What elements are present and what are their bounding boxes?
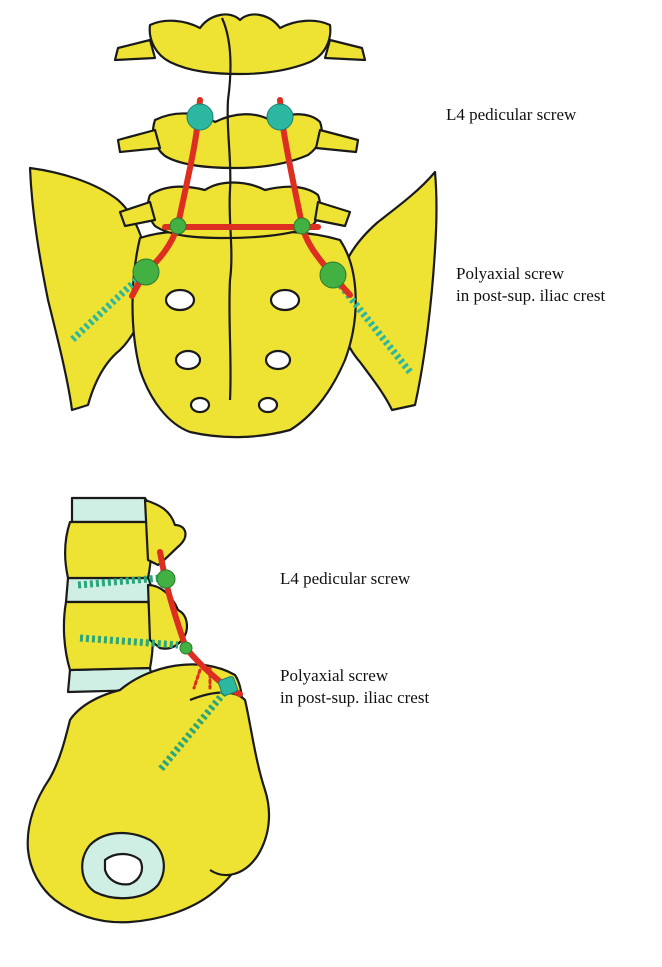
posterior-elements-l3 [145, 500, 185, 565]
l4-screw-head-lateral [157, 570, 175, 588]
label-l4-pedicular-screw-top: L4 pedicular screw [446, 104, 576, 126]
obturator-inner [105, 854, 142, 884]
l3-vertebral-body [65, 522, 151, 578]
label-iliac-crest-bottom: in post-sup. iliac crest [280, 687, 429, 709]
label-iliac-crest-top: in post-sup. iliac crest [456, 285, 605, 307]
label-polyaxial-screw-bottom: Polyaxial screw [280, 665, 388, 687]
intervertebral-disc [72, 498, 150, 522]
l4-vertebral-body [64, 602, 153, 670]
l5-screw-head-lateral [180, 642, 192, 654]
lateral-spine-and-pelvis [28, 498, 269, 922]
label-polyaxial-screw-top: Polyaxial screw [456, 263, 564, 285]
label-l4-pedicular-screw-bottom: L4 pedicular screw [280, 568, 410, 590]
